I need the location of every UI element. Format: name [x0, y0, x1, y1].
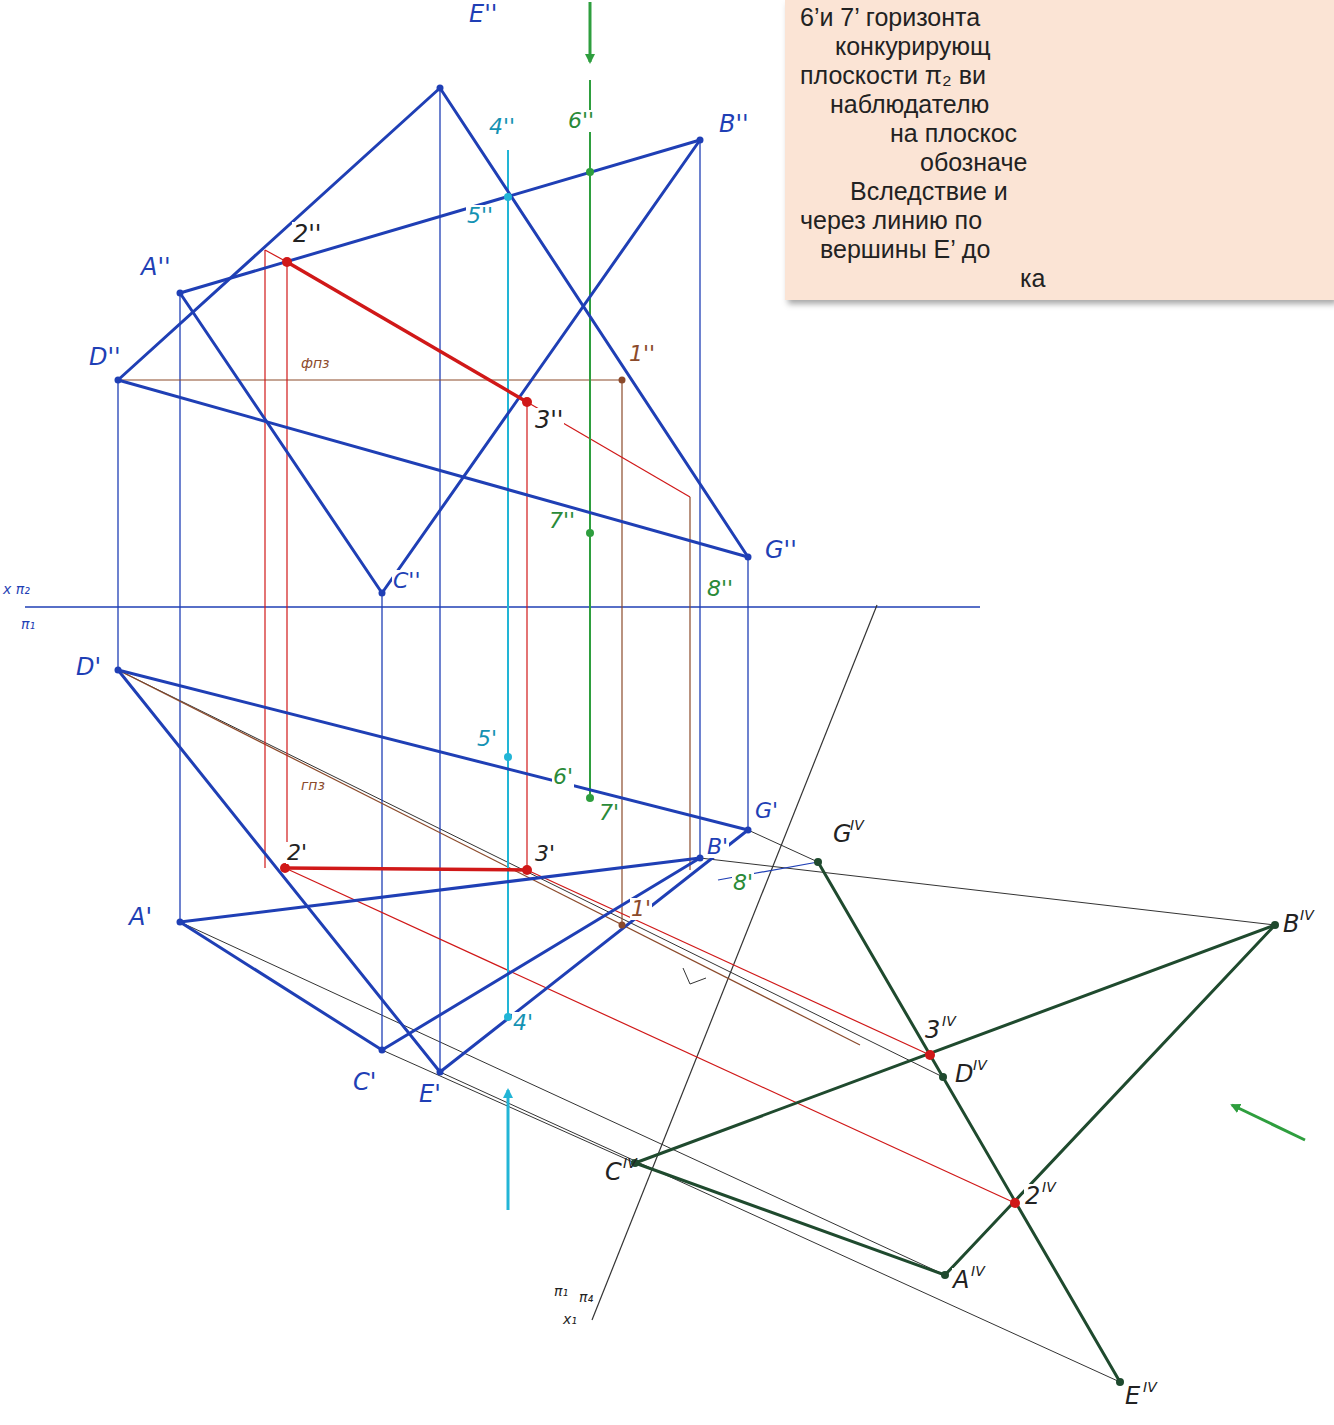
callout-text: наблюдателю: [830, 91, 989, 119]
point-label: 3: [924, 1018, 941, 1042]
callout-text: вершины E’ до: [820, 236, 990, 264]
point-label: 4': [512, 1012, 534, 1034]
axis-label: IV: [972, 1058, 988, 1072]
axis-label: π₁: [20, 617, 36, 631]
axis-label: x₁: [562, 1312, 578, 1326]
axis-label: x π₂: [2, 582, 31, 596]
point-label: B'': [718, 112, 750, 136]
point-label: 1': [630, 898, 652, 920]
point-label: 3'': [534, 408, 564, 432]
axis-label: фпз: [300, 356, 331, 370]
point-label: C: [604, 1160, 623, 1184]
point-label: D': [75, 655, 102, 679]
axis-label: IV: [1299, 908, 1315, 922]
point-label: A: [952, 1268, 970, 1292]
point-label: 8': [732, 872, 754, 894]
point-label: 8'': [706, 578, 734, 600]
point-label: 3': [534, 843, 556, 865]
callout-box: 6’и 7’ горизонтаконкурирующплоскости π₂ …: [785, 0, 1334, 300]
point-label: 7': [598, 802, 620, 824]
point-label: E': [418, 1082, 442, 1106]
point-label: G: [832, 822, 853, 846]
point-label: C': [352, 1070, 377, 1094]
point-label: 7'': [548, 510, 576, 532]
axis-label: π₄: [578, 1290, 594, 1304]
point-label: D'': [88, 345, 122, 369]
point-label: A'': [140, 255, 172, 279]
point-label: 6'': [567, 110, 595, 132]
callout-text: обозначе: [920, 149, 1027, 177]
callout-text: Вследствие и: [850, 178, 1008, 206]
axis-label: IV: [970, 1264, 986, 1278]
point-label: 2'': [292, 222, 322, 246]
callout-text: конкурирующ: [835, 33, 991, 61]
point-label: G'': [764, 538, 798, 562]
axis-label: π₁: [553, 1284, 569, 1298]
point-label: 2: [1024, 1184, 1041, 1208]
point-label: D: [954, 1062, 974, 1086]
point-label: 5': [476, 728, 498, 750]
point-label: 2': [286, 842, 308, 864]
callout-text: 6’и 7’ горизонта: [800, 4, 980, 32]
callout-text: через линию по: [800, 207, 982, 235]
point-label: G': [754, 800, 779, 822]
point-label: B: [1282, 912, 1300, 936]
axis-label: IV: [1041, 1180, 1057, 1194]
callout-text: ка: [1020, 265, 1045, 293]
axis-label: IV: [941, 1014, 957, 1028]
point-label: B': [706, 836, 729, 858]
callout-text: на плоскос: [890, 120, 1017, 148]
point-label: E: [1124, 1384, 1141, 1408]
callout-text: плоскости π₂ ви: [800, 62, 986, 90]
point-label: 1'': [628, 343, 656, 365]
point-label: C'': [392, 570, 421, 592]
point-label: 5'': [466, 205, 494, 227]
axis-label: IV: [1142, 1380, 1158, 1394]
axis-label: гпз: [300, 778, 326, 792]
point-label: E'': [468, 2, 498, 26]
point-label: 6': [552, 766, 574, 788]
axis-label: IV: [849, 818, 865, 832]
point-label: 4'': [488, 116, 516, 138]
point-label: A': [128, 905, 153, 929]
axis-label: IV: [622, 1156, 638, 1170]
